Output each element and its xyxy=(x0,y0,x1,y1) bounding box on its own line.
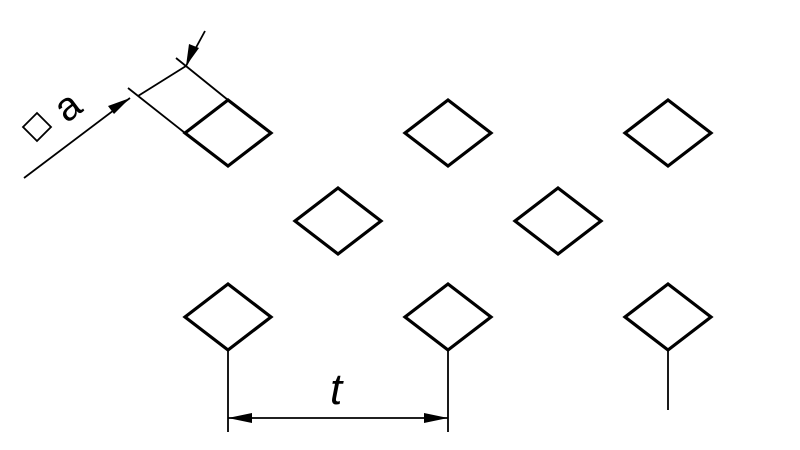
pitch-dimension: t xyxy=(227,350,669,432)
diamond-hole xyxy=(182,281,274,353)
side-dimension: a xyxy=(21,30,229,179)
diamond-hole xyxy=(182,97,274,169)
diamond-hole xyxy=(622,281,714,353)
pitch-label: t xyxy=(330,365,344,414)
diamond-hole xyxy=(292,185,384,257)
arrowhead xyxy=(424,413,448,423)
arrowhead xyxy=(186,44,199,66)
arrowhead xyxy=(228,413,252,423)
arrowhead xyxy=(108,98,130,114)
diamond-hole xyxy=(512,185,604,257)
side-symbol-label: a xyxy=(46,82,91,131)
diamond-hole xyxy=(402,281,494,353)
diamond-hole xyxy=(622,97,714,169)
diamond-hole xyxy=(402,97,494,169)
square-symbol-icon xyxy=(21,111,53,143)
